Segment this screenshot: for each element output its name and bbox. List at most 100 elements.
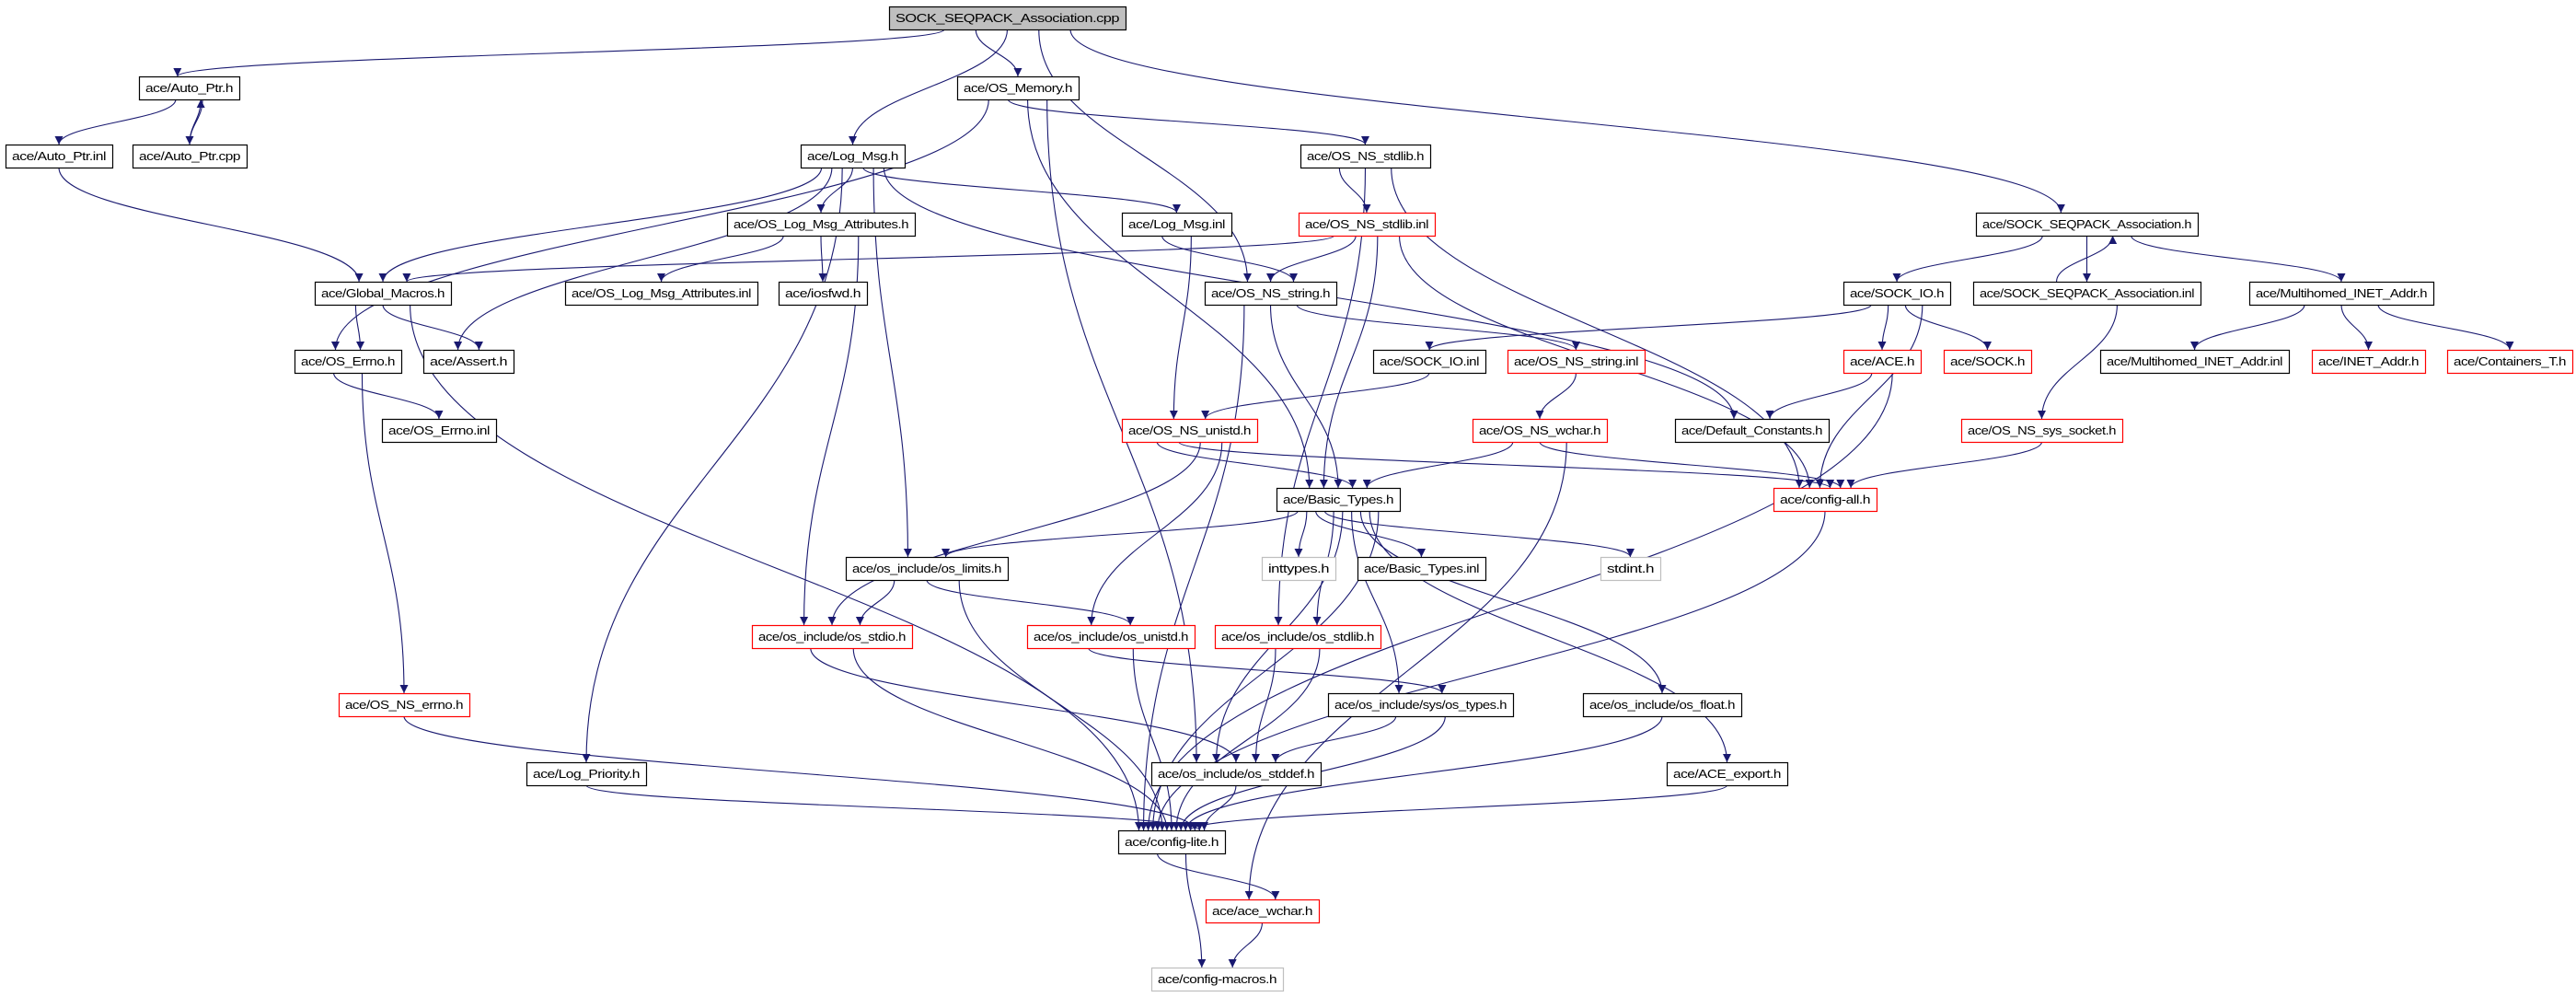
node-sock-seqpack-inl[interactable]: ace/SOCK_SEQPACK_Association.inl xyxy=(1972,281,2202,307)
node-sock-io-h[interactable]: ace/SOCK_IO.h xyxy=(1842,281,1952,307)
node-ace-wchar-h[interactable]: ace/ace_wchar.h xyxy=(1205,898,1321,924)
node-os-stdlib-h[interactable]: ace/os_include/os_stdlib.h xyxy=(1214,624,1382,650)
node-label: SOCK_SEQPACK_Association.cpp xyxy=(895,11,1119,25)
node-log-msg-inl[interactable]: ace/Log_Msg.inl xyxy=(1121,212,1233,238)
node-ace-export-h[interactable]: ace/ACE_export.h xyxy=(1666,761,1789,787)
include-edge-os_unistd_h-to-os_types_h xyxy=(1088,647,1447,694)
node-label: ace/OS_Log_Msg_Attributes.h xyxy=(734,217,908,231)
include-edge-os_limits_h-to-os_stdio_h xyxy=(855,579,895,626)
node-sock-h[interactable]: ace/SOCK.h xyxy=(1943,349,2033,375)
include-edge-os_ns_stdlib_inl-to-os_ns_string_h xyxy=(1266,235,1357,283)
include-edge-ace_export_h-to-config_lite_h xyxy=(1186,784,1728,831)
node-box xyxy=(845,556,1010,582)
node-box xyxy=(1357,556,1487,582)
node-os-ns-string-inl[interactable]: ace/OS_NS_string.inl xyxy=(1507,349,1646,375)
node-box xyxy=(1298,212,1437,238)
node-auto-ptr-inl[interactable]: ace/Auto_Ptr.inl xyxy=(5,144,114,169)
node-label: ace/SOCK_IO.h xyxy=(1850,286,1944,300)
node-global-macros-h[interactable]: ace/Global_Macros.h xyxy=(314,281,453,307)
node-os-limits-h[interactable]: ace/os_include/os_limits.h xyxy=(845,556,1010,582)
node-os-types-h[interactable]: ace/os_include/sys/os_types.h xyxy=(1327,692,1515,718)
node-assert-h[interactable]: ace/Assert.h xyxy=(422,349,515,375)
include-edge-ace_h-to-config_lite_h xyxy=(1144,372,1893,831)
include-edge-root-to-os_ns_string_h xyxy=(1038,29,1252,283)
include-edge-sock_io_h-to-ace_h xyxy=(1877,304,1889,351)
node-ace-h[interactable]: ace/ACE.h xyxy=(1842,349,1923,375)
node-box xyxy=(1975,212,2200,238)
include-edge-os_limits_h-to-config_lite_h xyxy=(958,579,1167,831)
node-os-errno-h[interactable]: ace/OS_Errno.h xyxy=(294,349,403,375)
node-os-log-msg-attr-h[interactable]: ace/OS_Log_Msg_Attributes.h xyxy=(726,212,917,238)
include-edge-basic_types_h-to-inttypes_h xyxy=(1294,510,1308,558)
include-edge-global_macros_h-to-assert_h xyxy=(382,304,483,351)
include-edge-basic_types_h-to-os_types_h xyxy=(1351,510,1404,694)
node-os-ns-stdlib-inl[interactable]: ace/OS_NS_stdlib.inl xyxy=(1298,212,1437,238)
node-label: ace/os_include/os_unistd.h xyxy=(1034,630,1188,643)
node-box xyxy=(1327,692,1515,718)
include-edge-basic_types_h-to-ace_export_h xyxy=(1369,510,1731,763)
node-default-constants-h[interactable]: ace/Default_Constants.h xyxy=(1674,418,1831,444)
node-label: ace/os_include/os_stddef.h xyxy=(1158,767,1314,781)
node-os-float-h[interactable]: ace/os_include/os_float.h xyxy=(1582,692,1743,718)
include-edge-log_msg_h-to-os_log_msg_attr_h xyxy=(816,167,854,214)
node-label: inttypes.h xyxy=(1268,562,1329,575)
node-box xyxy=(2311,349,2427,375)
node-box xyxy=(1972,281,2202,307)
node-containers-t-h[interactable]: ace/Containers_T.h xyxy=(2446,349,2574,375)
node-stdint-h[interactable]: stdint.h xyxy=(1600,556,1662,582)
node-inttypes-h[interactable]: inttypes.h xyxy=(1261,556,1337,582)
node-box xyxy=(1121,418,1259,444)
node-auto-ptr-cpp[interactable]: ace/Auto_Ptr.cpp xyxy=(132,144,248,169)
include-edge-os_ns_errno_h-to-config_lite_h xyxy=(403,715,1199,831)
include-edge-sock_io_inl-to-os_ns_unistd_h xyxy=(1201,372,1430,420)
include-edge-os_ns_unistd_h-to-os_unistd_h xyxy=(1087,441,1223,626)
include-edge-config_lite_h-to-ace_wchar_h xyxy=(1156,852,1280,900)
node-label: ace/Basic_Types.h xyxy=(1283,493,1393,506)
node-os-ns-unistd-h[interactable]: ace/OS_NS_unistd.h xyxy=(1121,418,1259,444)
node-sock-io-inl[interactable]: ace/SOCK_IO.inl xyxy=(1372,349,1487,375)
include-edge-os_memory_h-to-basic_types_h xyxy=(1027,99,1314,489)
node-log-msg-h[interactable]: ace/Log_Msg.h xyxy=(800,144,907,169)
node-os-ns-sys-socket-h[interactable]: ace/OS_NS_sys_socket.h xyxy=(1960,418,2124,444)
node-box xyxy=(1666,761,1789,787)
node-inet-addr-h[interactable]: ace/INET_Addr.h xyxy=(2311,349,2427,375)
node-multihomed-h[interactable]: ace/Multihomed_INET_Addr.h xyxy=(2248,281,2435,307)
node-os-ns-string-h[interactable]: ace/OS_NS_string.h xyxy=(1204,281,1338,307)
node-log-priority-h[interactable]: ace/Log_Priority.h xyxy=(526,761,648,787)
node-label: ace/OS_NS_errno.h xyxy=(345,698,463,712)
node-basic-types-h[interactable]: ace/Basic_Types.h xyxy=(1276,487,1402,513)
node-os-unistd-h[interactable]: ace/os_include/os_unistd.h xyxy=(1026,624,1196,650)
node-label: ace/Multihomed_INET_Addr.inl xyxy=(2107,354,2283,368)
node-config-lite-h[interactable]: ace/config-lite.h xyxy=(1117,829,1227,855)
include-edge-os_stdlib_h-to-os_stddef_h xyxy=(1251,647,1276,763)
node-os-log-msg-attr-inl[interactable]: ace/OS_Log_Msg_Attributes.inl xyxy=(564,281,759,307)
edge-layer xyxy=(54,29,2514,968)
node-os-ns-errno-h[interactable]: ace/OS_NS_errno.h xyxy=(338,692,471,718)
include-edge-basic_types_h-to-os_limits_h xyxy=(941,510,1299,558)
node-sock-seqpack-h[interactable]: ace/SOCK_SEQPACK_Association.h xyxy=(1975,212,2200,238)
node-auto-ptr-h[interactable]: ace/Auto_Ptr.h xyxy=(138,75,241,101)
include-edge-os_ns_stdlib_h-to-os_stdlib_h xyxy=(1274,167,1367,626)
include-edge-sock_seqpack_h-to-multihomed_h xyxy=(2131,235,2346,283)
include-edge-sock_seqpack_h-to-sock_io_h xyxy=(1892,235,2043,283)
node-os-ns-stdlib-h[interactable]: ace/OS_NS_stdlib.h xyxy=(1300,144,1432,169)
include-edge-basic_types_h-to-stdint_h xyxy=(1323,510,1635,558)
include-edge-os_log_msg_attr_h-to-os_log_msg_attr_inl xyxy=(657,235,784,283)
include-edge-os_ns_stdlib_inl-to-global_macros_h xyxy=(402,235,1335,283)
node-os-memory-h[interactable]: ace/OS_Memory.h xyxy=(956,75,1080,101)
node-config-all-h[interactable]: ace/config-all.h xyxy=(1773,487,1878,513)
include-edge-log_priority_h-to-config_lite_h xyxy=(585,784,1204,831)
node-iosfwd-h[interactable]: ace/iosfwd.h xyxy=(778,281,869,307)
include-edge-os_float_h-to-config_lite_h xyxy=(1181,715,1663,831)
node-os-stdio-h[interactable]: ace/os_include/os_stdio.h xyxy=(751,624,914,650)
node-config-macros-h[interactable]: ace/config-macros.h xyxy=(1150,967,1285,992)
node-root[interactable]: SOCK_SEQPACK_Association.cpp xyxy=(888,6,1127,31)
node-multihomed-inl[interactable]: ace/Multihomed_INET_Addr.inl xyxy=(2099,349,2291,375)
node-os-ns-wchar-h[interactable]: ace/OS_NS_wchar.h xyxy=(1472,418,1609,444)
node-os-stddef-h[interactable]: ace/os_include/os_stddef.h xyxy=(1150,761,1323,787)
include-edge-os_stddef_h-to-config_lite_h xyxy=(1200,784,1237,831)
node-os-errno-inl[interactable]: ace/OS_Errno.inl xyxy=(381,418,498,444)
node-box xyxy=(381,418,498,444)
node-basic-types-inl[interactable]: ace/Basic_Types.inl xyxy=(1357,556,1487,582)
node-box xyxy=(2099,349,2291,375)
